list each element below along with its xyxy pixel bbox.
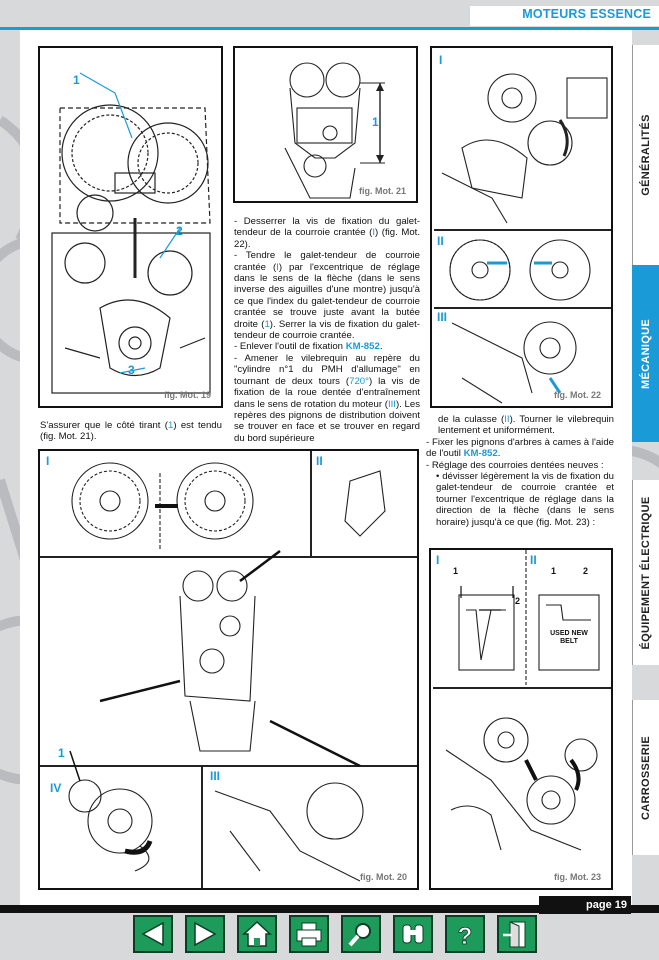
- next-arrow-icon: [194, 921, 217, 947]
- page-number: page 19: [539, 896, 631, 914]
- callout-1: 1: [73, 73, 80, 87]
- help-icon: ?: [457, 923, 473, 951]
- previous-button[interactable]: [133, 915, 173, 953]
- engine-diagram-mot-20: [40, 451, 417, 888]
- previous-arrow-icon: [141, 921, 164, 947]
- figure-caption: fig. Mot. 23: [554, 872, 601, 882]
- panel-label-ii: II: [316, 454, 323, 468]
- step-fix-sprockets: - Fixer les pignons d'arbres à cames à l…: [426, 436, 614, 460]
- home-icon: [242, 920, 272, 947]
- step-remove-tool: - Enlever l'outil de fixation KM-852.: [234, 341, 383, 353]
- callout-2b: 2: [583, 566, 589, 576]
- magnifier-icon: [348, 923, 371, 947]
- print-button[interactable]: [289, 915, 329, 953]
- step-rotate-crankshaft: - Amener le vilebrequin au repère du "cy…: [234, 352, 420, 444]
- panel-label-ii: II: [530, 553, 537, 567]
- callout-1b: 1: [551, 566, 557, 576]
- home-button[interactable]: [237, 915, 277, 953]
- engine-diagram-mot-19: [51, 72, 211, 394]
- instruction-left: S'assurer que le côté tirant (1) est ten…: [40, 420, 222, 443]
- callout-1: 1: [372, 115, 379, 129]
- figure-mot-22: I II III fig. Mot. 22: [430, 46, 613, 408]
- engine-diagram-mot-23: [433, 550, 611, 851]
- figure-caption: fig. Mot. 20: [360, 872, 407, 882]
- figure-mot-20: I II III IV 1 fig. Mot. 20: [38, 449, 419, 890]
- tab-generalites[interactable]: GÉNÉRALITÉS: [632, 45, 659, 265]
- panel-label-ii: II: [437, 234, 444, 248]
- instructions-middle: - Desserrer la vis de fixation du galet-…: [234, 216, 420, 444]
- step-new-belt-heading: - Réglage des courroies dentées neuves :: [426, 459, 604, 471]
- figure-mot-19: 1 2 3 fig. Mot. 19: [38, 46, 223, 408]
- engine-diagram-mot-21: [284, 62, 385, 199]
- footer-bar: [0, 905, 659, 913]
- step-new-belt-adjust: • dévisser légèrement la vis de fixation…: [436, 471, 614, 528]
- used-new-belt-text: USED NEW BELT: [550, 630, 588, 645]
- figure-mot-23: I II 1 2 1 2 USED NEW BELT fig. Mot. 23: [429, 548, 613, 890]
- tab-mecanique[interactable]: MÉCANIQUE: [632, 265, 659, 442]
- header-bar: [470, 6, 659, 26]
- engine-diagram-mot-22: [434, 73, 611, 404]
- callout-2: 2: [176, 224, 183, 238]
- step-loosen-tensioner: - Desserrer la vis de fixation du galet-…: [234, 216, 421, 250]
- callout-1: 1: [58, 746, 65, 760]
- exit-door-icon: [503, 921, 526, 948]
- figure-caption: fig. Mot. 21: [359, 186, 406, 196]
- section-title: MOTEURS ESSENCE: [522, 7, 651, 21]
- panel-label-iv: IV: [50, 781, 62, 795]
- tab-carrosserie[interactable]: CARROSSERIE: [632, 700, 659, 855]
- figure-caption: fig. Mot. 19: [164, 390, 211, 400]
- help-button[interactable]: ?: [445, 915, 485, 953]
- figure-caption: fig. Mot. 22: [554, 390, 601, 400]
- instructions-right: de la culasse (II). Tourner le vilebrequ…: [426, 414, 614, 528]
- panel-label-iii: III: [437, 310, 448, 324]
- printer-icon: [296, 922, 322, 947]
- tab-equipement-electrique[interactable]: ÉQUIPEMENT ÉLECTRIQUE: [632, 480, 659, 665]
- svg-text:?: ?: [458, 923, 473, 950]
- binoculars-icon: [402, 924, 424, 944]
- step-tension-belt: - Tendre le galet-tendeur de courroie cr…: [234, 250, 421, 342]
- figure-mot-21: 1 fig. Mot. 21: [233, 46, 418, 203]
- callout-1: 1: [453, 566, 459, 576]
- step-continued: de la culasse (II). Tourner le vilebrequ…: [438, 414, 614, 437]
- next-button[interactable]: [185, 915, 225, 953]
- find-button[interactable]: [393, 915, 433, 953]
- panel-label-iii: III: [210, 769, 221, 783]
- header-rule: [0, 27, 659, 30]
- callout-3: 3: [128, 363, 135, 377]
- callout-2: 2: [515, 596, 521, 606]
- panel-label-i: I: [436, 553, 440, 567]
- panel-label-i: I: [439, 53, 443, 67]
- panel-label-i: I: [46, 454, 50, 468]
- search-button[interactable]: [341, 915, 381, 953]
- exit-button[interactable]: [497, 915, 537, 953]
